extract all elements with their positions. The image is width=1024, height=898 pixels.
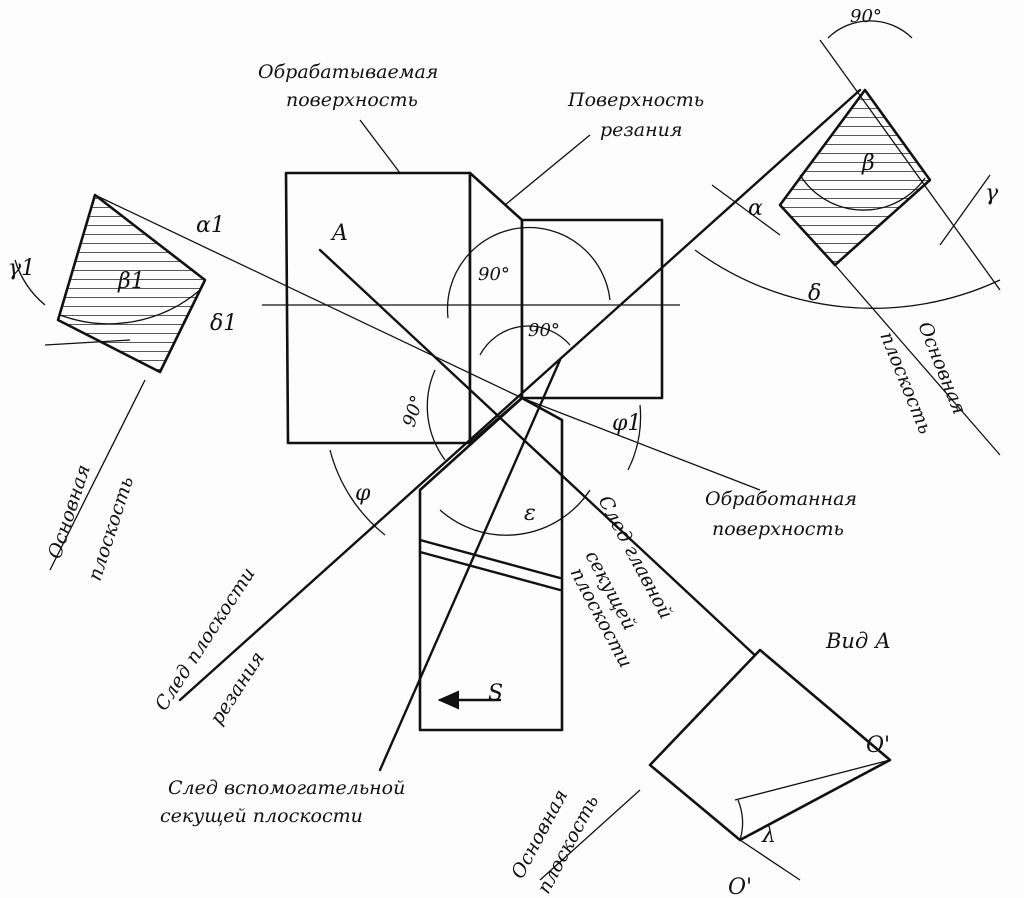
main-section-trace-line [318, 248, 762, 662]
tool-edge-line-2 [418, 550, 562, 592]
right-delta-arc [694, 249, 1001, 309]
left-section [14, 193, 207, 571]
angle-phi: φ [355, 481, 371, 506]
angle-beta1: β1 [117, 269, 145, 294]
cutting-plane-trace-label-2: резания [206, 648, 269, 729]
workpiece [262, 171, 680, 445]
angle-delta1: δ1 [210, 311, 237, 336]
view-a-o-line-1 [734, 759, 891, 801]
left-base-plane-line [49, 379, 146, 571]
aux-section-trace-line [378, 358, 562, 772]
view-a-body [648, 648, 892, 842]
right-section-body [778, 88, 932, 267]
angle-lambda: λ [761, 823, 776, 848]
arc-phi [329, 449, 386, 536]
view-a-label: Вид А [825, 629, 891, 653]
aux-section-link-line [94, 194, 523, 399]
arc-90-inner [479, 325, 571, 356]
right-section [694, 20, 1001, 456]
o-prime-bottom-label: O' [728, 875, 752, 898]
tip-angles [329, 226, 642, 536]
right-base-plane-line [834, 264, 1001, 456]
base-plane-left-label-1: Основная [44, 462, 95, 562]
angle-gamma1: γ1 [8, 256, 35, 281]
machined-surface-leader [521, 397, 761, 491]
machined-surface-label-1: Обработанная [705, 488, 857, 510]
left-delta1-line [44, 339, 131, 346]
angle-alpha1: α1 [196, 213, 225, 238]
left-section-body [56, 193, 207, 374]
angle-phi1: φ1 [612, 411, 641, 436]
workpiece-machined-part [520, 218, 664, 400]
o-prime-top-label: O' [866, 733, 890, 758]
cutting-surface-label-1: Поверхность [567, 89, 704, 111]
aux-section-trace-label-1: След вспомогательной [168, 777, 405, 799]
left-beta1-arc [59, 289, 201, 325]
arc-90-left [426, 369, 446, 461]
processed-surface-leader [359, 119, 401, 174]
processed-surface-label-2: поверхность [286, 89, 418, 111]
tool-shank [418, 396, 564, 732]
right-edge-extension [819, 39, 1001, 291]
right-90-arc [827, 20, 913, 39]
point-a-label: A [330, 221, 348, 246]
feed-label: S [488, 681, 503, 706]
arc-90-top [446, 226, 611, 319]
arc-epsilon [439, 489, 591, 536]
workpiece-cut-wedge [468, 171, 524, 445]
view-a-o-line-2 [739, 839, 801, 881]
plane-traces [94, 88, 862, 772]
angle-90-right-top: 90° [850, 6, 882, 27]
cutting-surface-leader [504, 134, 591, 206]
right-gamma-line [939, 174, 991, 246]
tool-body [418, 396, 564, 732]
view-a [539, 648, 892, 881]
angle-beta: β [861, 151, 875, 176]
angle-delta: δ [808, 281, 821, 306]
workpiece-unmachined-part [284, 171, 472, 445]
view-a-base-plane-line [539, 789, 641, 881]
angle-90-inner: 90° [528, 320, 560, 341]
view-a-lambda-arc [737, 799, 744, 841]
angle-labels: 90° 90° 90° 90° φ φ1 ε β α γ δ β1 α1 γ1 … [8, 6, 999, 848]
arc-phi1 [627, 404, 642, 471]
right-beta-arc [799, 174, 926, 211]
cutting-surface-label-2: резания [600, 119, 682, 141]
angle-alpha: α [748, 196, 763, 221]
cutting-plane-trace-line [178, 88, 862, 702]
right-alpha-line [711, 184, 781, 236]
angle-epsilon: ε [524, 501, 536, 526]
left-gamma1-arc [14, 259, 46, 306]
processed-surface-label-1: Обрабатываемая [258, 61, 438, 83]
angle-90-top: 90° [478, 264, 510, 285]
tool-edge-line-1 [418, 538, 562, 580]
aux-section-trace-label-2: секущей плоскости [160, 805, 363, 827]
machined-surface-label-2: поверхность [712, 518, 844, 540]
angle-gamma: γ [985, 181, 999, 206]
base-plane-left-label-2: плоскость [84, 474, 138, 584]
